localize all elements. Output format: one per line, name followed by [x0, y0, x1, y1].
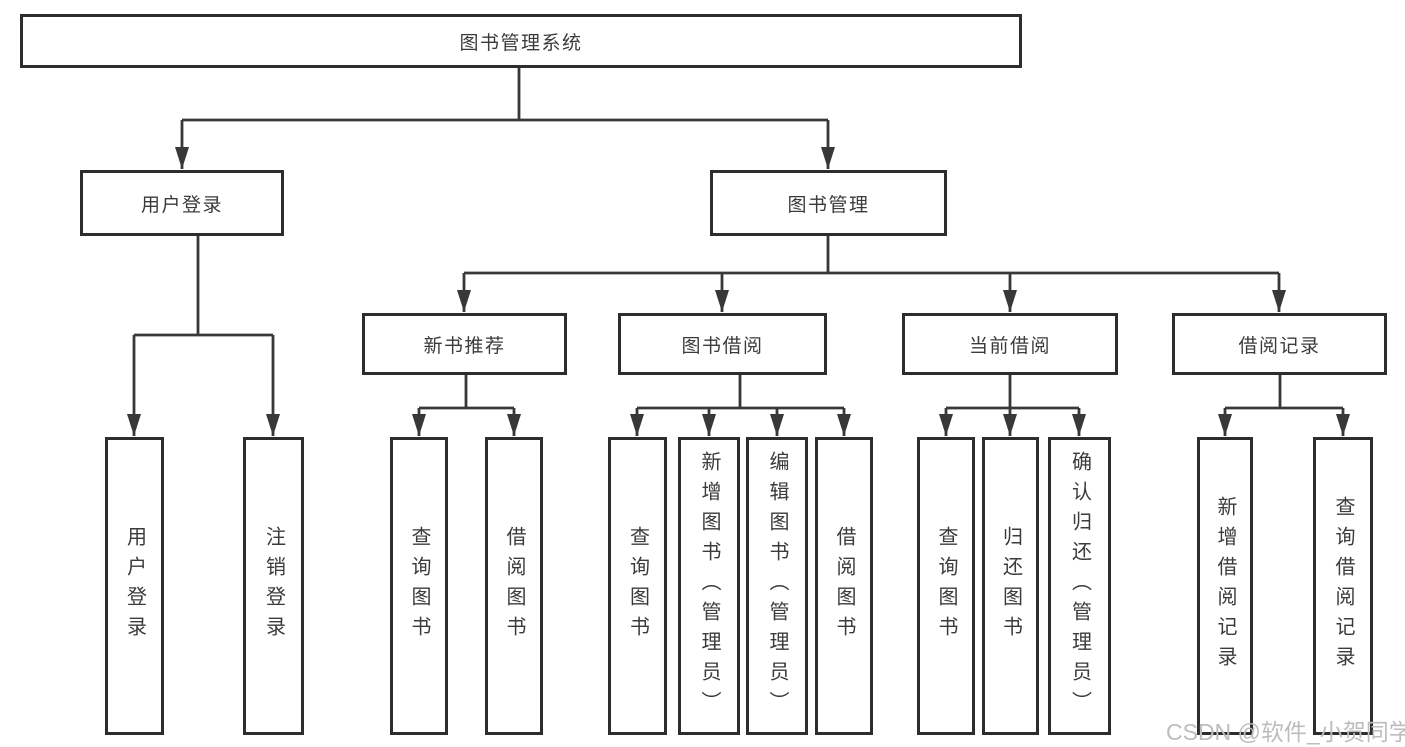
leaf-user-login: 用户登录	[105, 437, 164, 735]
node-current-borrowing: 当前借阅	[902, 313, 1118, 375]
node-label: 注销登录	[262, 526, 285, 646]
node-label: 借阅记录	[1238, 335, 1321, 357]
node-label: 确认归还（管理员）	[1068, 451, 1091, 721]
leaf-cb-confirm-return-admin: 确认归还（管理员）	[1048, 437, 1111, 735]
node-library-management-system: 图书管理系统	[20, 14, 1022, 68]
node-borrowing-records: 借阅记录	[1172, 313, 1387, 375]
node-label: 图书管理系统	[459, 32, 583, 54]
leaf-br-add-record: 新增借阅记录	[1197, 437, 1253, 735]
csdn-watermark: CSDN @软件_小贺同学	[1166, 719, 1405, 745]
node-label: 新书推荐	[423, 335, 506, 357]
node-label: 查询图书	[408, 526, 430, 646]
node-label: 用户登录	[140, 194, 223, 216]
node-label: 新增借阅记录	[1214, 496, 1236, 676]
node-new-book-recommendation: 新书推荐	[362, 313, 567, 375]
leaf-br-query-record: 查询借阅记录	[1313, 437, 1373, 735]
leaf-nbr-query-books: 查询图书	[390, 437, 448, 735]
leaf-cb-return-books: 归还图书	[982, 437, 1039, 735]
node-label: 用户登录	[123, 526, 146, 646]
connector-lines	[127, 68, 1350, 436]
node-label: 当前借阅	[968, 335, 1051, 357]
node-label: 图书借阅	[681, 335, 764, 357]
node-label: 编辑图书（管理员）	[766, 451, 788, 721]
node-label: 图书管理	[787, 194, 870, 216]
leaf-bb-add-books-admin: 新增图书（管理员）	[678, 437, 740, 735]
node-user-login: 用户登录	[80, 170, 284, 236]
node-label: 借阅图书	[833, 526, 855, 646]
node-book-borrowing: 图书借阅	[618, 313, 827, 375]
leaf-nbr-borrow-books: 借阅图书	[485, 437, 543, 735]
node-label: 查询借阅记录	[1332, 496, 1354, 676]
node-label: 归还图书	[999, 526, 1022, 646]
leaf-bb-edit-books-admin: 编辑图书（管理员）	[746, 437, 808, 735]
leaf-cb-query-books: 查询图书	[917, 437, 975, 735]
leaf-bb-borrow-books: 借阅图书	[815, 437, 873, 735]
node-book-management: 图书管理	[710, 170, 947, 236]
node-label: 新增图书（管理员）	[698, 451, 720, 721]
node-label: 借阅图书	[503, 526, 525, 646]
node-label: 查询图书	[935, 526, 957, 646]
leaf-logout: 注销登录	[243, 437, 304, 735]
node-label: 查询图书	[626, 526, 649, 646]
leaf-bb-query-books: 查询图书	[608, 437, 667, 735]
